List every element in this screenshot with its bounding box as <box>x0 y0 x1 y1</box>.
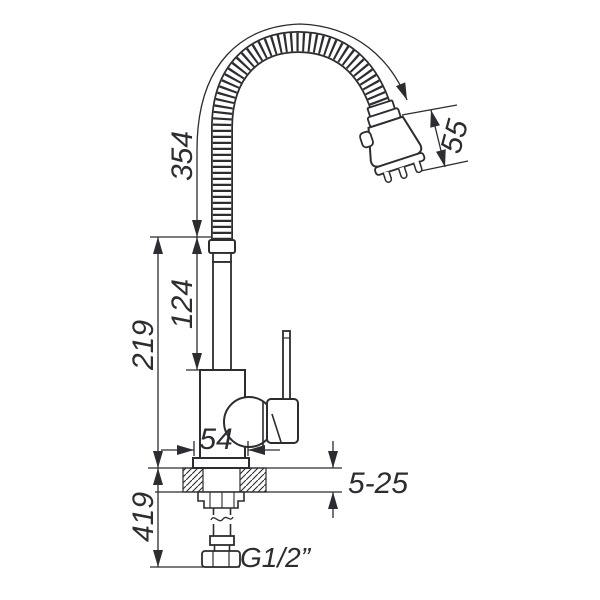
lower-shank <box>213 545 231 551</box>
mounting-hardware <box>197 491 245 568</box>
dim-label-419: 419 <box>127 492 160 542</box>
handle-skirt-line <box>271 413 282 443</box>
nozzle-hooks <box>382 160 423 183</box>
ext-lines-55 <box>401 104 469 173</box>
arrowheads <box>328 451 338 509</box>
ext-lines-54 <box>193 441 249 456</box>
threaded-shank <box>212 508 232 536</box>
handle-assembly <box>223 330 299 450</box>
handle-base <box>266 398 299 444</box>
mounting-nut <box>197 491 245 509</box>
countertop-hatch-right <box>239 467 267 493</box>
dim-label-5-25: 5-25 <box>348 467 408 500</box>
dim-label-354: 354 <box>166 131 199 181</box>
dim-label-219: 219 <box>127 320 160 371</box>
dimension-354: 354 <box>166 23 412 237</box>
dim-label-55: 55 <box>435 116 476 157</box>
spray-head <box>359 99 426 183</box>
dim-curve-354 <box>196 23 408 237</box>
shank-collar <box>209 535 235 546</box>
dimension-124: 124 <box>166 237 202 370</box>
hose-connector-nut <box>208 239 236 263</box>
flexible-hose <box>222 42 381 240</box>
base-flange <box>192 457 250 469</box>
dimension-219-419: 219 419 <box>127 237 163 567</box>
dimension-5-25: 5-25 <box>328 441 408 518</box>
countertop-hatch-left <box>182 467 204 493</box>
spout-riser-pipe <box>212 261 232 371</box>
supply-hex-nut <box>201 550 241 568</box>
spray-mode-button <box>359 130 374 149</box>
dim-label-124: 124 <box>166 279 199 329</box>
handle-lever <box>282 330 291 400</box>
thread-size-label: G1/2” <box>240 542 312 573</box>
dim-label-54: 54 <box>199 423 232 456</box>
hex-facet-lines <box>212 551 230 567</box>
mounting-nut-ribs <box>209 492 235 508</box>
dimension-54: 54 <box>161 423 280 456</box>
countertop-section <box>182 467 267 493</box>
break-symbol <box>210 516 234 522</box>
